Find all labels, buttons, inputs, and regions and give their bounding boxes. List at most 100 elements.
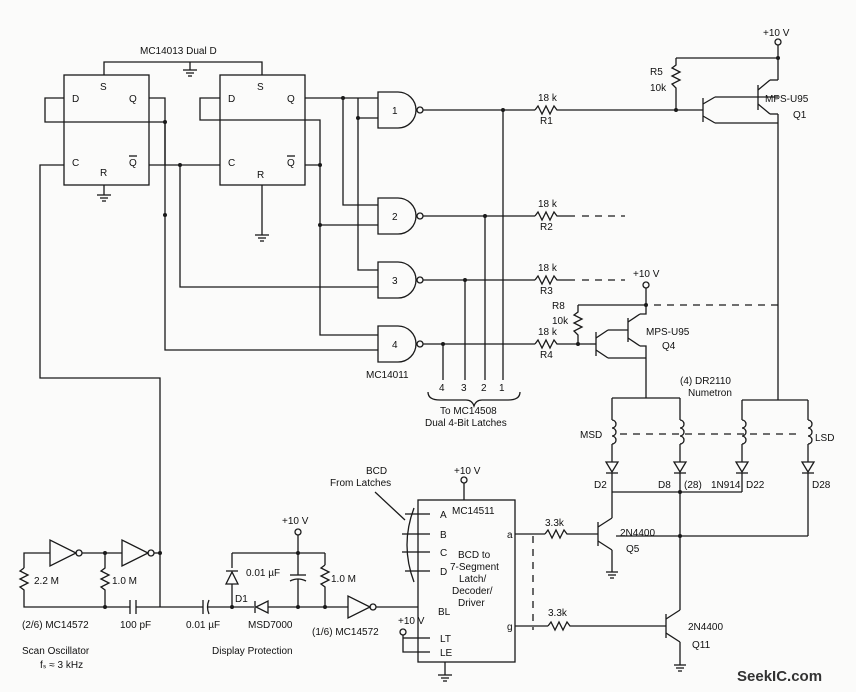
lsd-label: LSD: [815, 433, 834, 444]
r-1m-prot-label: 1.0 M: [331, 574, 356, 585]
watermark: SeekIC.com: [737, 668, 822, 685]
r-22m-label: 2.2 M: [34, 576, 59, 587]
ic-desc-3: Latch/: [459, 574, 486, 585]
bcd-label: BCD: [366, 466, 387, 477]
nand3-label: 3: [392, 276, 398, 287]
ff2-qbar-label: Q: [287, 158, 295, 169]
ic-desc-1: BCD to: [458, 550, 491, 561]
transistor-q11: 3.3k 2N4400 Q11: [515, 603, 723, 672]
r33k-1-label: 3.3k: [545, 518, 565, 529]
r8-value: 10k: [552, 316, 569, 327]
from-latches-label: From Latches: [330, 478, 391, 489]
resistor-r1: 18 k R1: [534, 93, 665, 127]
ic-pin-le: LE: [440, 648, 453, 659]
ff1-d-label: D: [72, 94, 79, 105]
numetron-count-label: (4) DR2110: [680, 376, 731, 387]
q4-label: Q4: [662, 341, 676, 352]
r5-label: R5: [650, 67, 663, 78]
r2-label: R2: [540, 222, 553, 233]
flip-flop-1: D S Q C R Q: [63, 74, 150, 186]
plus10v-top-label: +10 V: [763, 28, 790, 39]
transistor-q1: +10 V R5 10k MPS-U95 Q1: [650, 28, 809, 400]
resistor-r3: 18 k R3: [534, 263, 625, 297]
ff-wiring: [39, 61, 378, 553]
cap-100pf-label: 100 pF: [120, 620, 151, 631]
latch-num-4: 4: [439, 383, 445, 394]
r-1m-osc-label: 1.0 M: [112, 576, 137, 587]
mc14011-label: MC14011: [366, 370, 409, 381]
q4-type-label: MPS-U95: [646, 327, 690, 338]
ff2-q-label: Q: [287, 94, 295, 105]
ff1-qbar-label: Q: [129, 158, 137, 169]
r2-value: 18 k: [538, 199, 558, 210]
to-mc14508-label: To MC14508: [440, 406, 497, 417]
ic-name-label: MC14511: [452, 506, 495, 517]
ff1-c-label: C: [72, 158, 79, 169]
ic-desc-2: 7-Segment: [450, 562, 499, 573]
ic-out-g: g: [507, 622, 513, 633]
resistor-r2: 18 k R2: [534, 199, 625, 233]
r3-value: 18 k: [538, 263, 558, 274]
nand-gate-2: 2: [377, 197, 424, 235]
ic-pin-c: C: [440, 548, 447, 559]
ic-desc-5: Driver: [458, 598, 485, 609]
nand4-label: 4: [392, 340, 398, 351]
q5-label: Q5: [626, 544, 640, 555]
ff2-s-label: S: [257, 82, 264, 93]
ic-mc14511: +10 V MC14511 A B C D BL LT LE a g BCD t…: [417, 466, 516, 682]
ic-pin-lt: LT: [440, 634, 451, 645]
d2-label: D2: [594, 480, 607, 491]
cap-001-a-label: 0.01 µF: [246, 568, 280, 579]
ff1-s-label: S: [100, 82, 107, 93]
d22-label: D22: [746, 480, 765, 491]
flip-flop-2: D S Q C R Q: [219, 74, 306, 186]
ic-pin-a: A: [440, 510, 447, 521]
r8-label: R8: [552, 301, 565, 312]
diode-d8: D8 (28): [658, 461, 702, 492]
ff1-q-label: Q: [129, 94, 137, 105]
ff2-c-label: C: [228, 158, 235, 169]
numetron-label: Numetron: [688, 388, 732, 399]
numetron-lsd: LSD: [741, 399, 834, 462]
diode-d22: D22: [734, 461, 765, 492]
ic-desc-4: Decoder/: [452, 586, 493, 597]
r4-value: 18 k: [538, 327, 558, 338]
nand2-label: 2: [392, 212, 398, 223]
latch-num-3: 3: [461, 383, 467, 394]
scan-osc-label: Scan Oscillator: [22, 646, 90, 657]
nand-gate-3: 3: [377, 261, 424, 299]
display-protection: +10 V D1 0.01 µF 1.0 M MSD7000 (1/6: [160, 516, 418, 657]
ic-pin-d: D: [440, 567, 447, 578]
plus10v-lt-label: +10 V: [398, 616, 425, 627]
q11-type-label: 2N4400: [688, 622, 723, 633]
ic-out-a: a: [507, 530, 513, 541]
nand-gate-1: 1: [377, 91, 424, 129]
plus10v-mid-label: +10 V: [633, 269, 660, 280]
gate-output-wiring: [423, 108, 535, 409]
transistor-q5: 3.3k 2N4400 Q5: [515, 492, 655, 579]
q5-type-label: 2N4400: [620, 528, 655, 539]
msd7000-label: MSD7000: [248, 620, 293, 631]
d8-note: (28): [684, 480, 702, 491]
scan-oscillator: 2.2 M 1.0 M 100 pF (2/6) MC14572 Scan Os…: [18, 538, 162, 671]
r1-value: 18 k: [538, 93, 558, 104]
cap-001-b-label: 0.01 µF: [186, 620, 220, 631]
r3-label: R3: [540, 286, 553, 297]
diode-d28: D28: [800, 461, 831, 536]
display-protection-label: Display Protection: [212, 646, 293, 657]
mc14572-inv-label: (1/6) MC14572: [312, 627, 379, 638]
plus10v-prot-label: +10 V: [282, 516, 309, 527]
dual-latches-label: Dual 4-Bit Latches: [425, 418, 507, 429]
d1-label: D1: [235, 594, 248, 605]
mc14572-osc-label: (2/6) MC14572: [22, 620, 89, 631]
r33k-2-label: 3.3k: [548, 608, 568, 619]
ic-pin-bl: BL: [438, 607, 451, 618]
plus10v-ic-label: +10 V: [454, 466, 481, 477]
ff1-r-label: R: [100, 168, 107, 179]
ff-title: MC14013 Dual D: [140, 46, 217, 57]
diode-type-label: 1N914: [711, 480, 741, 491]
r4-label: R4: [540, 350, 553, 361]
transistor-q4: +10 V R8 10k MPS-U95 Q4: [552, 269, 778, 398]
